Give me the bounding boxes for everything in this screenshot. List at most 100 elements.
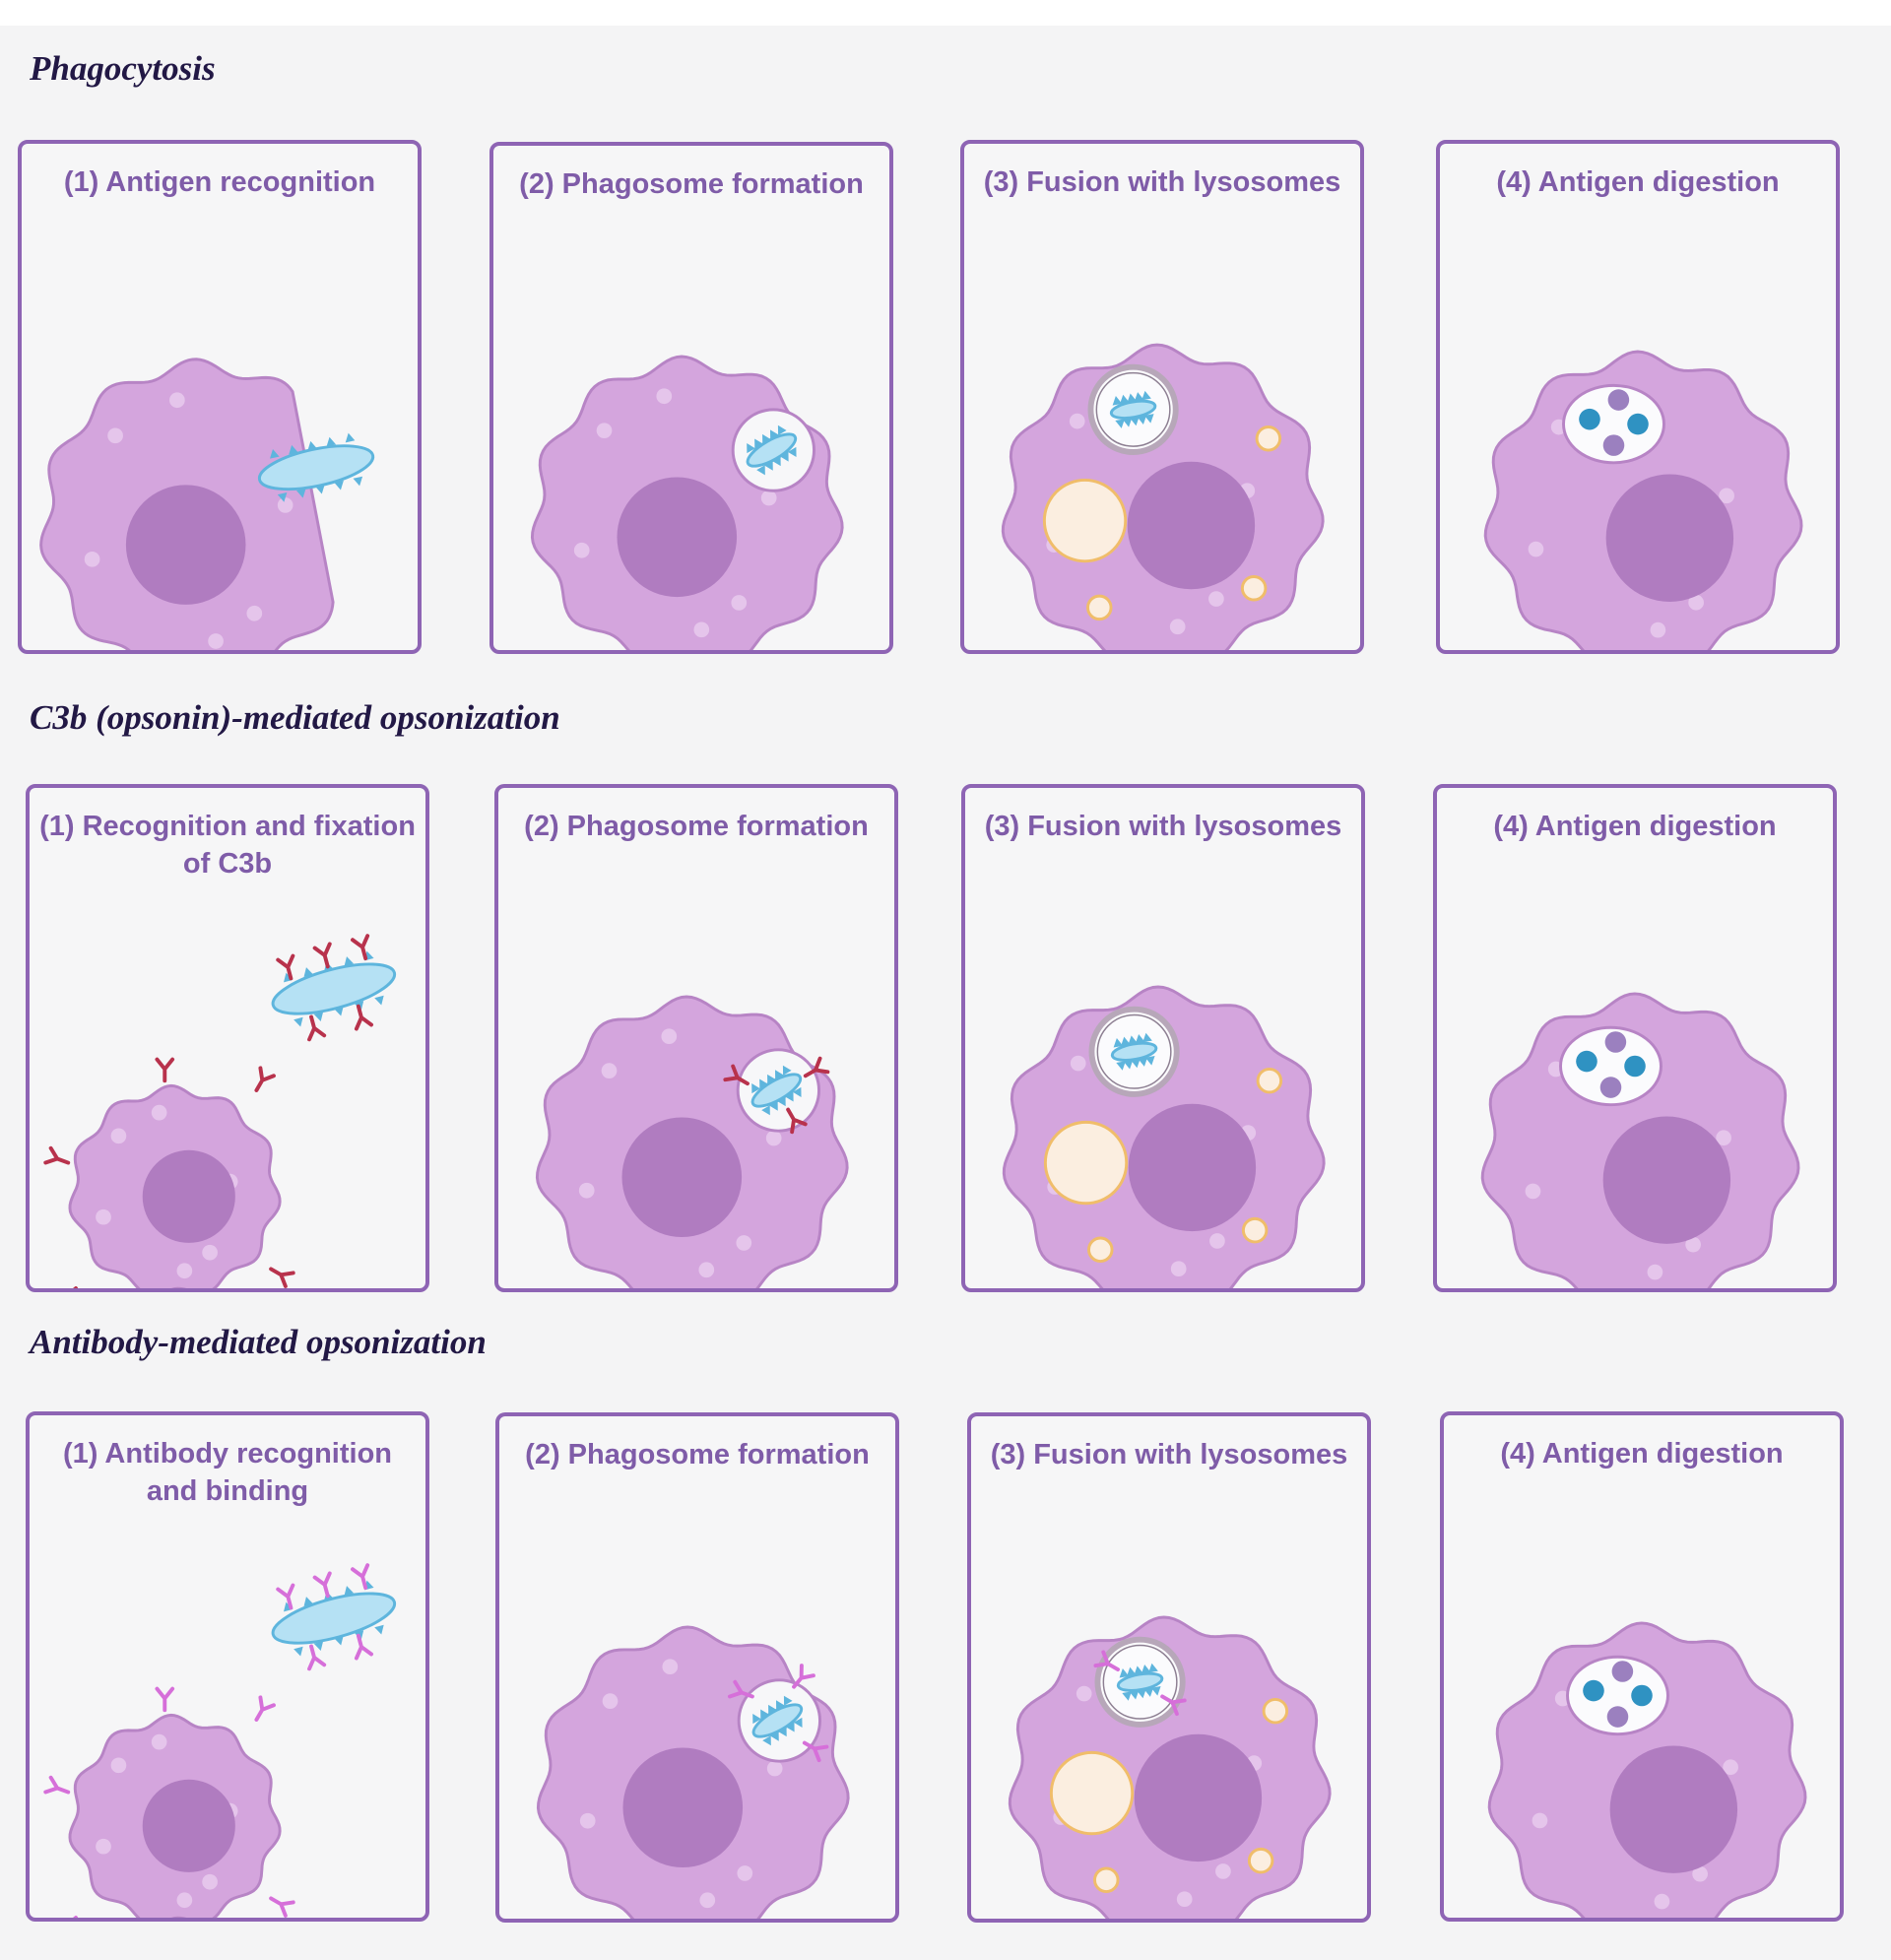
cell-granule [1688, 594, 1704, 611]
antigen-spike [1141, 390, 1151, 401]
cell-granule [208, 633, 224, 649]
antigen-spike [374, 995, 384, 1006]
antigen-spike [777, 425, 787, 435]
nucleus [1128, 1103, 1257, 1232]
antigen-spike [775, 1700, 785, 1711]
fusing-lysosome [1049, 1750, 1135, 1836]
c3b-receptor-bound [354, 1004, 374, 1031]
cell-granule [246, 605, 263, 621]
antigen-fragment [1602, 434, 1625, 456]
antibody-bound [276, 1583, 295, 1610]
section-title-c3b-opsonization: C3b (opsonin)-mediated opsonization [30, 698, 560, 737]
c3b-receptor [43, 1145, 71, 1165]
cell-granule [602, 1693, 619, 1709]
antibody [802, 1740, 829, 1763]
antigen-spike [334, 1006, 344, 1016]
cell-granule [277, 497, 293, 513]
illustration [1008, 1615, 1332, 1919]
antibody-arms [155, 1686, 175, 1713]
illustration [39, 358, 375, 650]
cell-granule [1076, 1685, 1092, 1702]
antigen-spike [313, 1641, 324, 1652]
panel-label: (4) Antigen digestion [1500, 1438, 1784, 1470]
panel-phagocytosis-step2: (2) Phagosome formation [489, 142, 893, 654]
antigen-spike [295, 488, 306, 498]
antibody-arms [802, 1740, 829, 1763]
antigen-spike [1130, 416, 1140, 426]
cell-granule [1525, 1183, 1541, 1200]
c3b-receptor-arms [786, 1107, 808, 1135]
panel-c3b-step1: (1) Recognition and fixation of C3b [26, 784, 429, 1292]
illustration [536, 1625, 850, 1919]
antigen-spike [1126, 1666, 1137, 1677]
antibody-bound-arms [276, 1583, 295, 1610]
antibody-bound-arms [354, 1633, 374, 1661]
panel-label: (2) Phagosome formation [519, 168, 864, 200]
panel-illustration [1487, 1621, 1807, 1918]
fusing-lysosome [1042, 478, 1128, 563]
antigen-spike [1137, 415, 1147, 425]
antigen-spike [785, 1722, 795, 1732]
small-lysosome [1241, 1216, 1269, 1244]
cell-granule [737, 1865, 753, 1881]
illustration [43, 934, 397, 1288]
illustration [1001, 343, 1325, 650]
antibody [1093, 1650, 1120, 1671]
antigen-spike [374, 1624, 384, 1635]
section-title-antibody-opsonization: Antibody-mediated opsonization [30, 1323, 487, 1361]
antibody-arms [43, 1775, 71, 1795]
cell-granule [596, 423, 613, 439]
cell-granule [202, 1244, 218, 1261]
phagosome-membrane [1102, 1644, 1178, 1720]
cell-granule [151, 1104, 167, 1121]
cell-granule [766, 1760, 783, 1777]
panel-c3b-step2: (2) Phagosome formation [494, 784, 898, 1292]
cell-granule [1169, 619, 1186, 635]
c3b-receptor [52, 1286, 79, 1288]
fusing-lysosome [1043, 1120, 1129, 1206]
c3b-receptor-bound-arms [307, 1014, 327, 1042]
antigen-spike [774, 1070, 784, 1080]
c3b-receptor-bound-arms [354, 1004, 374, 1031]
phagosome-membrane [1095, 371, 1171, 447]
antigen-spike [793, 1717, 803, 1728]
antigen-spike [1134, 1666, 1144, 1675]
antibody [43, 1775, 71, 1795]
antigen-fragment [1606, 1706, 1629, 1728]
small-lysosome [1247, 1847, 1274, 1874]
antigen-spike [1128, 1035, 1139, 1045]
antigen-spike [1142, 1032, 1152, 1043]
c3b-receptor [155, 1057, 175, 1083]
panel-antibody-step3: (3) Fusion with lysosomes [967, 1412, 1371, 1923]
c3b-receptor-bound [307, 1014, 327, 1042]
digestive-vacuole [1566, 1655, 1669, 1736]
antigen-spike [326, 436, 337, 447]
antigen-spike [772, 456, 781, 467]
antigen-spike [777, 1096, 786, 1107]
cell-granule [698, 1262, 715, 1278]
engulfed-antigen [746, 425, 798, 476]
antigen-spike [277, 492, 288, 502]
antigen-spike [783, 1695, 793, 1706]
antigen-spike [792, 1086, 802, 1097]
engulfed-antigen [1116, 1663, 1164, 1701]
panel-illustration [535, 995, 849, 1288]
antibody-bound-arms [312, 1571, 332, 1599]
digestive-vacuole [1559, 1025, 1663, 1107]
panel-label: (4) Antigen digestion [1493, 811, 1777, 842]
nucleus [621, 1117, 743, 1238]
digestive-vacuole [1562, 383, 1665, 465]
engulfed-antigen [751, 1695, 804, 1746]
cell-granule [765, 1130, 782, 1146]
illustration [535, 995, 849, 1288]
antigen-spike [334, 480, 344, 490]
antigen-spike [270, 448, 280, 459]
cell-granule [573, 542, 590, 558]
antibody [254, 1695, 276, 1722]
cell-granule [601, 1063, 618, 1078]
panel-label: (2) Phagosome formation [525, 1439, 870, 1470]
antibody-arms [1093, 1650, 1120, 1671]
nucleus [125, 485, 246, 605]
panel-label: (1) Antibody recognition and binding [62, 1438, 392, 1507]
small-lysosome [1256, 1067, 1283, 1094]
